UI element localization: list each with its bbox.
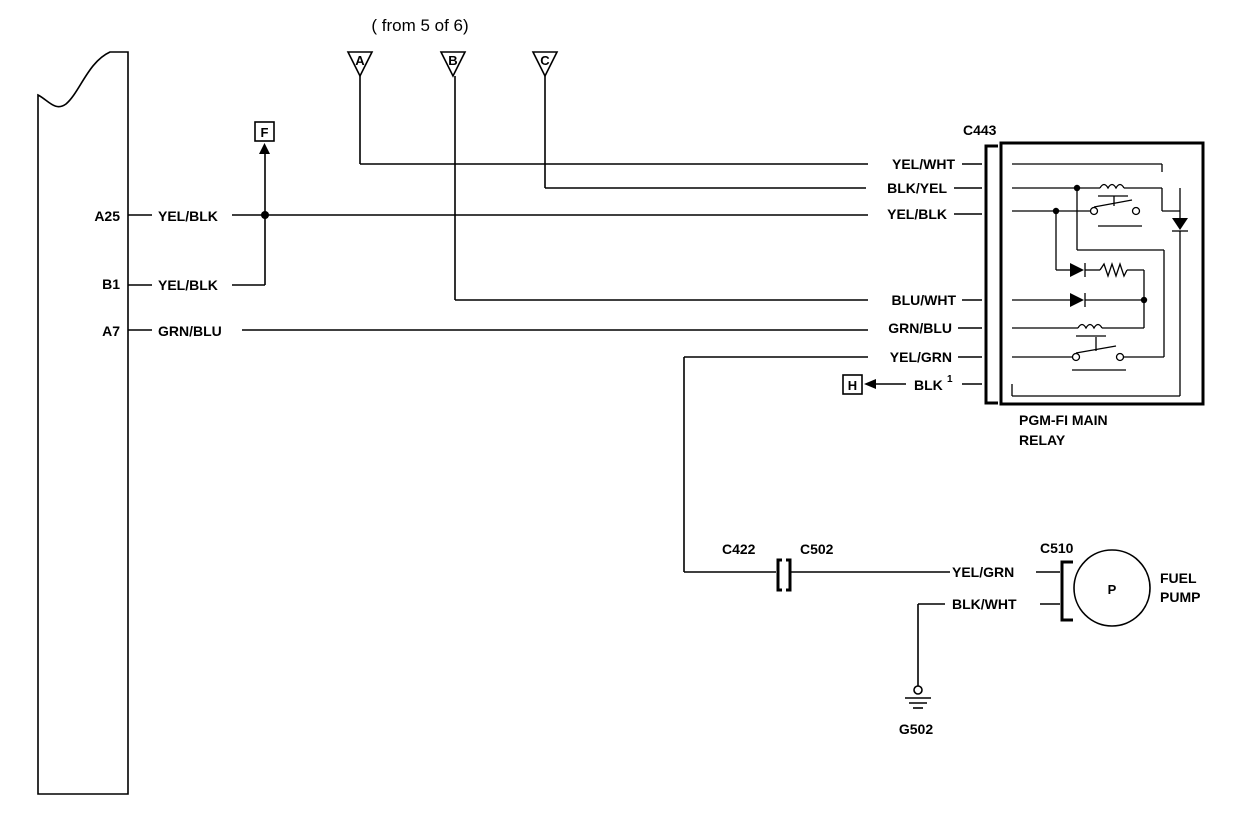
wire-b1-color: YEL/BLK [158,277,218,293]
offpage-connector-a[interactable]: A [346,51,374,164]
relay-name-line2: RELAY [1019,432,1066,448]
relay-connector-label: C443 [963,122,997,138]
pump-name-line2: PUMP [1160,589,1200,605]
ground-g502: G502 [899,685,933,737]
offpage-connector-b[interactable]: B [439,51,467,300]
ground-label: G502 [899,721,933,737]
relay-ground-wire: BLK [914,377,943,393]
connector-c422-label: C422 [722,541,756,557]
offpage-connector-c-label: C [540,53,550,68]
wire-a7-color: GRN/BLU [158,323,222,339]
arrow-up-icon [259,143,270,154]
wire-a25-color: YEL/BLK [158,208,218,224]
ground-icon [913,685,923,695]
inline-connector-c422-c502[interactable]: C422 C502 [722,541,834,592]
pump-wire-in: YEL/GRN [952,564,1014,580]
relay-wire-3: YEL/BLK [887,206,947,222]
pin-b1: B1 [102,276,120,292]
offpage-connector-c[interactable]: C [531,51,559,188]
pin-a7: A7 [102,323,120,339]
pin-a25: A25 [94,208,120,224]
relay-wire-2: BLK/YEL [887,180,947,196]
ref-h[interactable]: H [842,374,906,395]
pump-wire-gnd: BLK/WHT [952,596,1017,612]
relay-wire-1: YEL/WHT [892,156,955,172]
relay-box [999,141,1205,406]
connector-c502-label: C502 [800,541,834,557]
relay-ground-footnote: 1 [947,374,953,385]
relay-wire-6: YEL/GRN [890,349,952,365]
connector-c510-bracket [1060,560,1073,622]
offpage-connector-b-label: B [448,53,457,68]
relay-internal-circuit [1011,163,1188,397]
relay-wire-5: GRN/BLU [888,320,952,336]
connector-c443-bracket [984,144,998,405]
fuel-pump-motor-icon [1073,549,1151,627]
relay-wire-4: BLU/WHT [891,292,956,308]
ref-h-label: H [848,378,857,393]
pump-name-line1: FUEL [1160,570,1197,586]
pump-symbol: P [1108,582,1117,597]
relay-name-line1: PGM-FI MAIN [1019,412,1108,428]
ref-f[interactable]: F [254,121,275,285]
offpage-connector-a-label: A [355,53,365,68]
ecm-body [37,51,129,795]
splice-dot [261,211,269,219]
pump-connector-label: C510 [1040,540,1074,556]
arrow-left-icon [864,379,876,389]
source-note: ( from 5 of 6) [371,16,468,35]
fuel-pump[interactable]: P C510 FUEL PUMP [1040,540,1200,627]
ref-f-label: F [261,125,269,140]
